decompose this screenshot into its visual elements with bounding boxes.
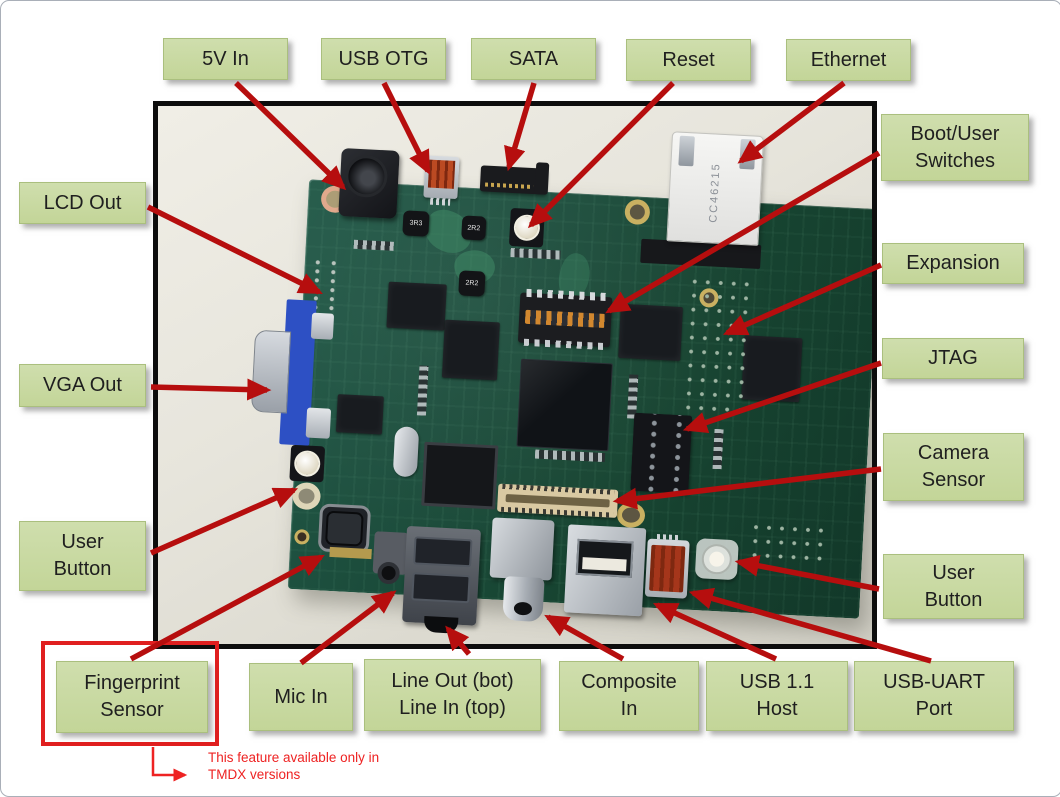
usb-otg-connector — [423, 155, 460, 200]
label-usb-uart-port: USB-UART Port — [854, 661, 1014, 731]
dip-switch-sliders — [524, 309, 606, 328]
via-hole — [294, 529, 310, 545]
logic-chip — [335, 394, 384, 435]
user-button-right — [694, 538, 739, 581]
label-mic-in: Mic In — [249, 663, 353, 731]
smd-components — [353, 239, 394, 251]
inductor: 2R2 — [461, 215, 487, 241]
label-composite-in: Composite In — [559, 661, 699, 731]
memory-chip — [441, 319, 500, 381]
camera-connector-slot — [505, 494, 610, 508]
ethernet-jack-text: CC46215 — [707, 162, 723, 224]
label-boot-user-switches: Boot/User Switches — [881, 114, 1029, 181]
label-ethernet: Ethernet — [786, 39, 911, 81]
smd-components — [510, 247, 561, 260]
rca-barrel — [502, 576, 545, 623]
gold-contact-strip — [329, 546, 372, 560]
vga-connector-shell — [250, 329, 292, 414]
camera-sensor-connector — [496, 483, 619, 518]
vga-screw-post — [310, 312, 335, 340]
ethernet-jack: CC46215 — [666, 131, 765, 246]
label-fingerprint-sensor: Fingerprint Sensor — [56, 661, 208, 733]
smd-components — [712, 428, 724, 470]
processor-chip — [516, 358, 613, 452]
tmdx-note: This feature available only in TMDX vers… — [208, 749, 379, 783]
label-vga-out: VGA Out — [19, 364, 146, 407]
label-line-out-line-in: Line Out (bot) Line In (top) — [364, 659, 541, 731]
note-elbow-arrow — [151, 747, 188, 782]
logic-chip — [618, 303, 683, 361]
mic-in-jack — [372, 531, 409, 575]
label-5v-in: 5V In — [163, 38, 288, 80]
usb-uart-connector — [644, 538, 690, 599]
mounting-hole — [291, 481, 322, 511]
dip-switch-pads — [523, 338, 604, 350]
label-jtag: JTAG — [882, 338, 1024, 379]
dc-barrel-jack — [338, 147, 400, 219]
sata-connector — [479, 165, 547, 195]
label-reset: Reset — [626, 39, 751, 81]
expansion-header-grid — [678, 271, 756, 417]
usb-host-connector — [563, 524, 647, 617]
label-sata: SATA — [471, 38, 596, 80]
label-user-button-right: User Button — [883, 554, 1024, 619]
smd-components — [534, 449, 606, 463]
fingerprint-sensor — [317, 503, 372, 554]
user-button-left — [289, 444, 326, 483]
inductor: 3R3 — [402, 210, 430, 237]
audio-jack-nozzle — [423, 615, 459, 634]
reset-button — [508, 207, 545, 248]
label-expansion: Expansion — [882, 243, 1024, 284]
inductor: 2R2 — [458, 270, 486, 297]
label-usb-otg: USB OTG — [321, 38, 446, 80]
memory-chip — [386, 281, 447, 331]
crystal-oscillator — [392, 426, 420, 478]
boot-user-dip-switches — [517, 288, 613, 350]
smd-components — [416, 365, 429, 416]
dip-switch-pads — [526, 288, 607, 302]
label-camera-sensor: Camera Sensor — [883, 433, 1024, 501]
label-lcd-out: LCD Out — [19, 182, 146, 224]
vga-screw-post — [305, 407, 332, 439]
mounting-hole — [616, 501, 646, 529]
label-user-button-left: User Button — [19, 521, 146, 591]
composite-in-connector — [489, 517, 555, 581]
pcb-board: CC46215 3R3 2R2 2R2 — [250, 131, 872, 634]
expansion-pad-grid — [744, 516, 831, 568]
line-out-line-in-jack — [402, 525, 482, 626]
board-photo: CC46215 3R3 2R2 2R2 — [153, 101, 877, 649]
jtag-header — [630, 412, 693, 494]
tmdx-note-line1: This feature available only in — [208, 750, 380, 765]
mounting-hole — [624, 198, 651, 226]
qfp-chip — [421, 441, 499, 510]
tmdx-note-line2: TMDX versions — [208, 767, 301, 782]
label-usb-11-host: USB 1.1 Host — [706, 661, 848, 731]
